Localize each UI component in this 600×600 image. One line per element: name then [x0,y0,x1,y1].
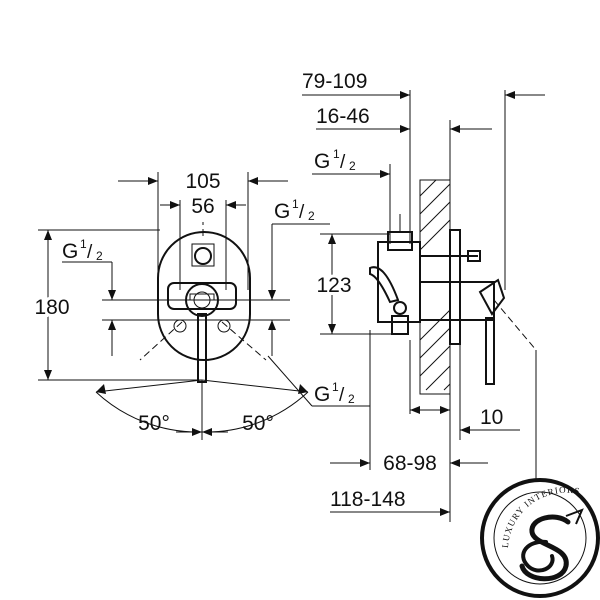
dim-79-109-arrow-right [505,91,515,99]
dim-56-arrow-right [226,201,236,209]
thread-left-arrow-top [108,290,116,300]
dim-123-label: 123 [316,274,351,297]
angle-arrow-outer-left [96,384,106,394]
svg-text:/: / [299,202,305,223]
dim-16-46-arrow-right [450,125,460,133]
dim-10-label: 10 [480,406,503,429]
luxury-interiors-logo: LUXURY INTERIORS [480,478,600,598]
angle-label-right: 50° [242,412,274,435]
diverter-housing [191,243,215,267]
thread-label-side: G 1 / 2 [314,147,356,173]
dim-68-98-label: 68-98 [383,452,437,475]
dim-180-arrow-top [44,230,52,240]
logo-ring [480,478,600,598]
thread-bottom-leader [267,355,313,407]
outlet-right-dashed [221,321,267,361]
outlet-left-dashed [139,321,183,361]
dim-180-arrow-bottom [44,370,52,380]
diverter-knob [194,247,212,265]
wall-section [419,179,451,395]
logo-z-mark [565,508,584,525]
thread-label-left: G 1 / 2 [62,237,103,263]
thread-label-bottom: G 1 / 2 [314,380,355,406]
thread-side-arrow [380,170,390,178]
dim-180-label: 180 [34,296,69,319]
side-view: 79-109 16-46 G 1 / 2 123 [302,70,546,522]
angle-arrow-outer-right [298,384,308,394]
dim-105-arrow-right [248,177,258,185]
svg-text:1: 1 [333,147,340,161]
dim-56-arrow-left [170,201,180,209]
dim-56-label: 56 [191,195,214,218]
dim-16-46-arrow [400,125,410,133]
svg-text:G: G [314,150,330,173]
dim-10-arrow-right [440,406,450,414]
dim-118-148-arrow-left [440,508,450,516]
svg-text:2: 2 [349,159,356,173]
handle-lever [197,313,207,383]
valve-bolt [393,301,407,315]
svg-text:1: 1 [332,380,339,394]
side-lever-dashed [493,299,537,351]
svg-text:/: / [339,385,345,406]
angle-arrow-left [192,428,202,436]
dim-123-arrow-top [328,234,336,244]
angle-ray-right [201,379,309,393]
mount-lug-left [173,319,187,333]
svg-text:G: G [314,383,330,406]
svg-text:/: / [87,242,93,263]
handle-front [478,278,506,316]
svg-text:1: 1 [292,197,299,211]
svg-text:G: G [62,240,78,263]
valve-bottom-inlet [391,315,409,335]
dim-105-label: 105 [185,170,220,193]
dim-118-148-label: 118-148 [330,488,406,511]
svg-text:2: 2 [308,209,315,223]
dim-105-arrow-left [148,177,158,185]
dim-68-98-arrow-right [450,459,460,467]
valve-arm [369,266,400,304]
front-view: 105 56 180 G 1 / 2 G 1 [31,170,370,440]
thread-right-arrow-top [268,290,276,300]
svg-text:1: 1 [80,237,87,251]
wall-hatch [419,179,451,391]
dim-68-98-arrow-left [360,459,370,467]
svg-text:2: 2 [96,249,103,263]
diverter-cap [467,250,481,262]
angle-arrow-right [202,428,212,436]
svg-text:G: G [274,200,290,223]
valve-body [377,241,421,323]
dim-16-46-label: 16-46 [316,105,370,128]
dim-10-arrow-left [410,406,420,414]
dim-79-109-label: 79-109 [302,70,367,93]
escutcheon-plate [157,231,251,361]
dim-10-right-arrow [460,426,470,434]
thread-left-arrow-bottom [108,320,116,330]
mount-lug-right [217,319,231,333]
logo-inner-ring [493,491,587,585]
svg-text:/: / [340,152,346,173]
thread-label-right: G 1 / 2 [274,197,315,223]
wall-plate [449,229,461,345]
angle-label-left: 50° [138,412,170,435]
dim-123-arrow-bottom [328,324,336,334]
side-lever [485,317,495,385]
svg-text:2: 2 [348,392,355,406]
angle-ray-left [95,379,203,393]
dim-79-109-arrow [400,91,410,99]
thread-right-arrow-bottom [268,320,276,330]
logo-c-glyph [521,539,555,573]
logo-s-glyph [519,514,571,582]
handle-housing [419,281,495,321]
